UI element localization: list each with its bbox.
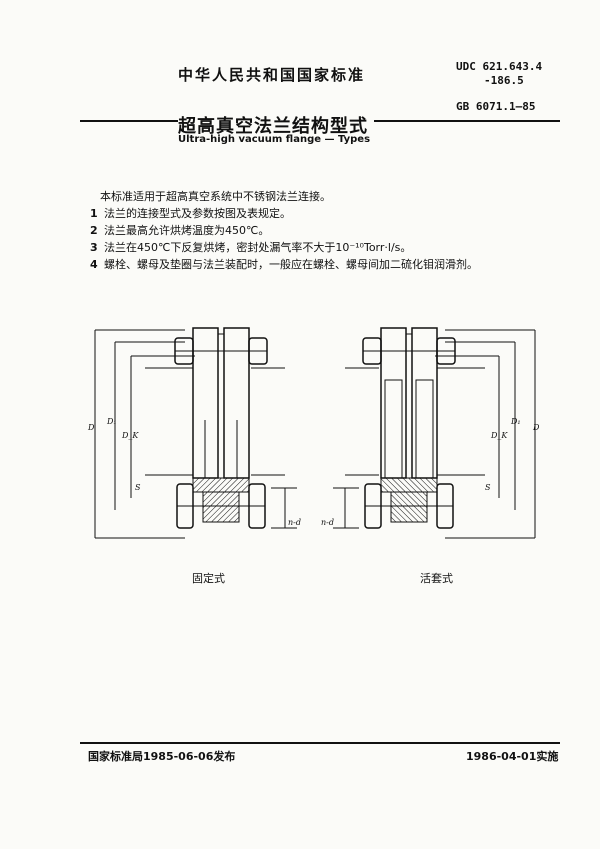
udc-line-1: UDC 621.643.4 [456, 60, 543, 73]
footer-rule [80, 742, 560, 744]
clause-4: 4 螺栓、螺母及垫圈与法兰装配时，一般应在螺栓、螺母间加二硫化钼润滑剂。 [90, 256, 560, 273]
dim-nd-label-right: n-d [321, 518, 334, 527]
fixed-type-caption: 固定式 [192, 572, 225, 585]
clause-number: 2 [90, 224, 98, 237]
clause-number: 1 [90, 207, 98, 220]
dim-nd-label: n-d [288, 518, 301, 527]
loose-type-caption: 活套式 [420, 572, 453, 585]
dim-D-label-right: D [532, 423, 540, 432]
issue-info: 国家标准局1985-06-06发布 [88, 750, 236, 763]
clause-text: 法兰在450℃下反复烘烤，密封处漏气率不大于10⁻¹⁰Torr·l/s。 [104, 241, 412, 254]
scope-paragraph: 本标准适用于超高真空系统中不锈钢法兰连接。 [100, 190, 331, 203]
dim-D1-label: D₁ [106, 417, 117, 426]
dim-D-label: D [87, 423, 95, 432]
clause-3: 3 法兰在450℃下反复烘烤，密封处漏气率不大于10⁻¹⁰Torr·l/s。 [90, 239, 560, 256]
effective-date: 1986-04-01实施 [466, 750, 559, 763]
document-title: 超高真空法兰结构型式 [178, 112, 374, 138]
dim-S-label: S [135, 483, 141, 492]
clause-text: 螺栓、螺母及垫圈与法兰装配时，一般应在螺栓、螺母间加二硫化钼润滑剂。 [104, 258, 478, 271]
dim-S-label-right: S [485, 483, 491, 492]
clause-text: 法兰的连接型式及参数按图及表规定。 [104, 207, 291, 220]
clause-number: 4 [90, 258, 98, 271]
clause-number: 3 [90, 241, 98, 254]
dim-D1-label-right: D₁ [510, 417, 521, 426]
standard-category-title: 中华人民共和国国家标准 [178, 66, 366, 84]
dim-DK-label: D_K [121, 431, 139, 440]
body-text: 本标准适用于超高真空系统中不锈钢法兰连接。 1 法兰的连接型式及参数按图及表规定。… [90, 188, 560, 273]
dim-DK-label-right: D_K [490, 431, 508, 440]
udc-code: UDC 621.643.4 -186.5 [456, 60, 542, 88]
clause-text: 法兰最高允许烘烤温度为450℃。 [104, 224, 270, 237]
fixed-flange-drawing [94, 327, 297, 539]
clause-1: 1 法兰的连接型式及参数按图及表规定。 [90, 205, 560, 222]
loose-flange-drawing [333, 327, 536, 539]
udc-line-2: -186.5 [484, 74, 524, 87]
flange-drawing: D D₁ D_K S n-d D D₁ D_K S n-d [87, 327, 540, 539]
clause-2: 2 法兰最高允许烘烤温度为450℃。 [90, 222, 560, 239]
gb-number: GB 6071.1—85 [456, 100, 536, 113]
document-title-english: Ultra-high vacuum flange — Types [178, 134, 371, 145]
